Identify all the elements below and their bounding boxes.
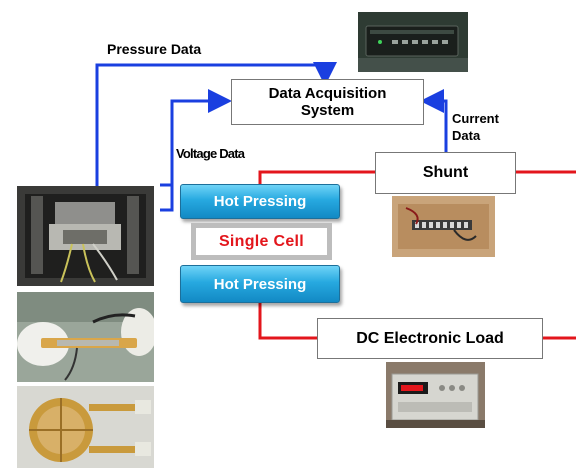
daq-label-line1: Data Acquisition — [268, 85, 387, 102]
hot-press-setup-photo — [17, 186, 154, 286]
daq-label-line2: System — [300, 102, 355, 119]
shunt-photo — [392, 196, 495, 257]
hot-pressing-top-block: Hot Pressing — [180, 184, 340, 219]
current-data-label-line2: Data — [452, 128, 481, 143]
pressure-data-label: Pressure Data — [107, 41, 202, 57]
sensor-photo — [17, 386, 154, 468]
pressure-data-line — [95, 62, 337, 188]
single-cell-box: Single Cell — [196, 228, 327, 255]
dc-electronic-load-box: DC Electronic Load — [317, 318, 543, 359]
voltage-data-line — [160, 89, 232, 187]
current-data-label-line1: Current — [452, 111, 499, 126]
single-cell-label: Single Cell — [218, 232, 305, 250]
power-line-bottom — [258, 303, 318, 340]
hot-pressing-bottom-block: Hot Pressing — [180, 265, 340, 303]
daq-hardware-photo — [358, 12, 468, 72]
single-cell-frame: Single Cell — [191, 223, 332, 260]
cell-handling-photo — [17, 292, 154, 382]
shunt-box: Shunt — [375, 152, 516, 194]
data-acquisition-system-box: Data Acquisition System — [231, 79, 424, 125]
voltage-data-label: Voltage Data — [176, 146, 245, 161]
voltage-data-line-lower — [160, 185, 174, 212]
hot-pressing-bottom-label: Hot Pressing — [213, 275, 307, 293]
dc-electronic-load-label: DC Electronic Load — [356, 329, 504, 347]
current-data-label: Current Data — [452, 110, 499, 144]
shunt-label: Shunt — [422, 164, 469, 181]
hot-pressing-top-label: Hot Pressing — [213, 193, 307, 210]
dc-load-photo — [386, 362, 485, 428]
current-data-line — [420, 89, 448, 152]
